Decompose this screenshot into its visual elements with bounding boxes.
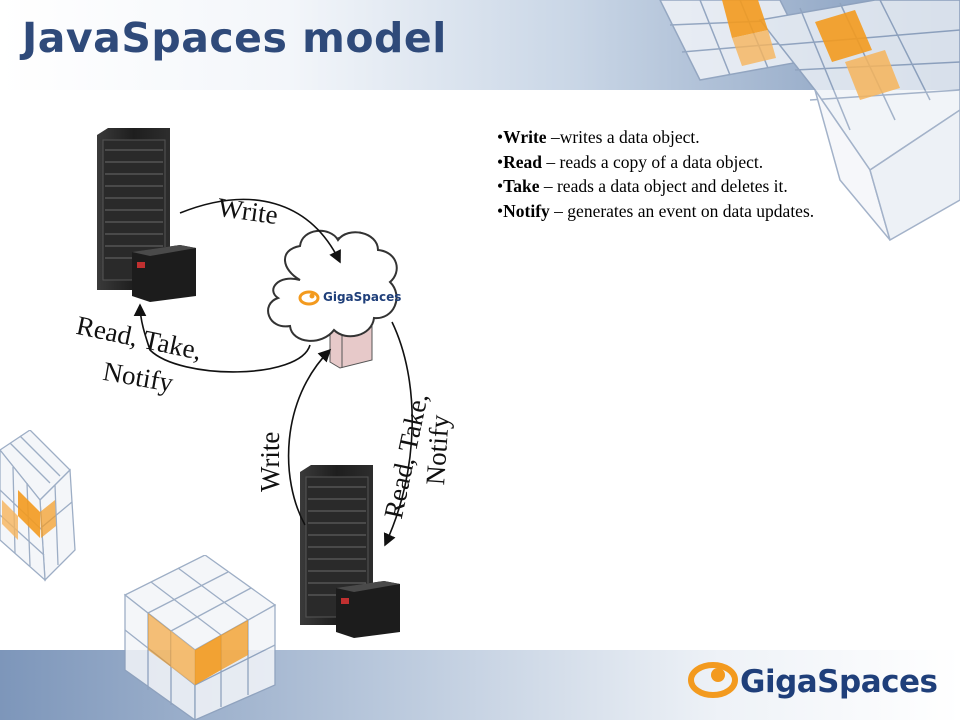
arrow-top-write bbox=[179, 198, 341, 264]
bullet-read: •Read – reads a copy of a data object. bbox=[497, 151, 764, 172]
decor-cube-bottom bbox=[123, 555, 277, 720]
server-icon-top bbox=[97, 128, 196, 302]
server-icon-bottom bbox=[300, 465, 400, 638]
bullet-list: •Write –writes a data object. •Read – re… bbox=[497, 125, 877, 223]
label-bottom-read-line2: Notify bbox=[420, 413, 455, 487]
arrow-bottom-write bbox=[287, 348, 332, 526]
gigaspaces-cloud-icon bbox=[267, 230, 398, 342]
bullet-text: – reads a data object and deletes it. bbox=[539, 176, 788, 196]
bullet-text: –writes a data object. bbox=[546, 127, 700, 147]
bullet-term: Notify bbox=[503, 200, 550, 221]
arrow-top-read bbox=[133, 303, 311, 373]
arrow-bottom-read bbox=[383, 321, 413, 547]
slide-title: JavaSpaces model bbox=[22, 14, 447, 62]
bullet-notify: •Notify – generates an event on data upd… bbox=[497, 200, 815, 221]
bullet-text: – reads a copy of a data object. bbox=[542, 151, 764, 172]
label-bottom-write: Write bbox=[255, 431, 285, 492]
gigaspaces-logo-icon bbox=[688, 662, 738, 698]
decor-cube-left bbox=[0, 430, 76, 582]
bullet-term: Take bbox=[503, 176, 540, 196]
bullet-term: Read bbox=[503, 151, 543, 172]
bullet-text: – generates an event on data updates. bbox=[549, 200, 815, 221]
bullet-term: Write bbox=[503, 127, 547, 147]
decor-cube-top-right bbox=[659, 0, 960, 242]
cloud-logo-text: GigaSpaces bbox=[323, 290, 402, 304]
bullet-write: •Write –writes a data object. bbox=[497, 127, 700, 147]
bullet-take: •Take – reads a data object and deletes … bbox=[497, 176, 788, 196]
footer-logo-text: GigaSpaces bbox=[740, 664, 938, 700]
